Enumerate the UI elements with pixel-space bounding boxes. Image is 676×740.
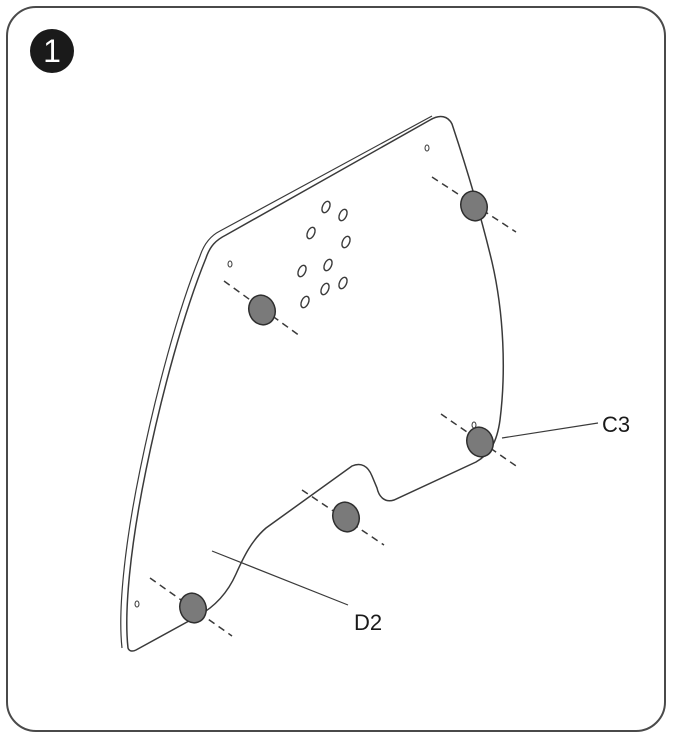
mount-right xyxy=(466,426,494,458)
leader-line-d2 xyxy=(211,550,349,606)
mount-bottom-left xyxy=(179,592,207,624)
step-number-badge: 1 xyxy=(30,29,74,73)
rubber-mounts xyxy=(179,190,494,624)
vent-hole-cluster xyxy=(297,200,351,309)
screw-hole-top-right xyxy=(424,144,430,152)
screw-hole-bottom-left xyxy=(134,600,140,608)
mount-top-right xyxy=(460,190,488,222)
callout-label-c3: C3 xyxy=(602,412,630,437)
screw-hole-left xyxy=(227,260,233,268)
mount-left xyxy=(248,294,276,326)
mount-bottom-middle xyxy=(332,501,360,533)
panel-plate-outline xyxy=(126,115,505,652)
callout-label-d2: D2 xyxy=(354,610,382,635)
leader-line-c3 xyxy=(501,422,599,439)
panel-plate-back-edge xyxy=(120,115,433,649)
